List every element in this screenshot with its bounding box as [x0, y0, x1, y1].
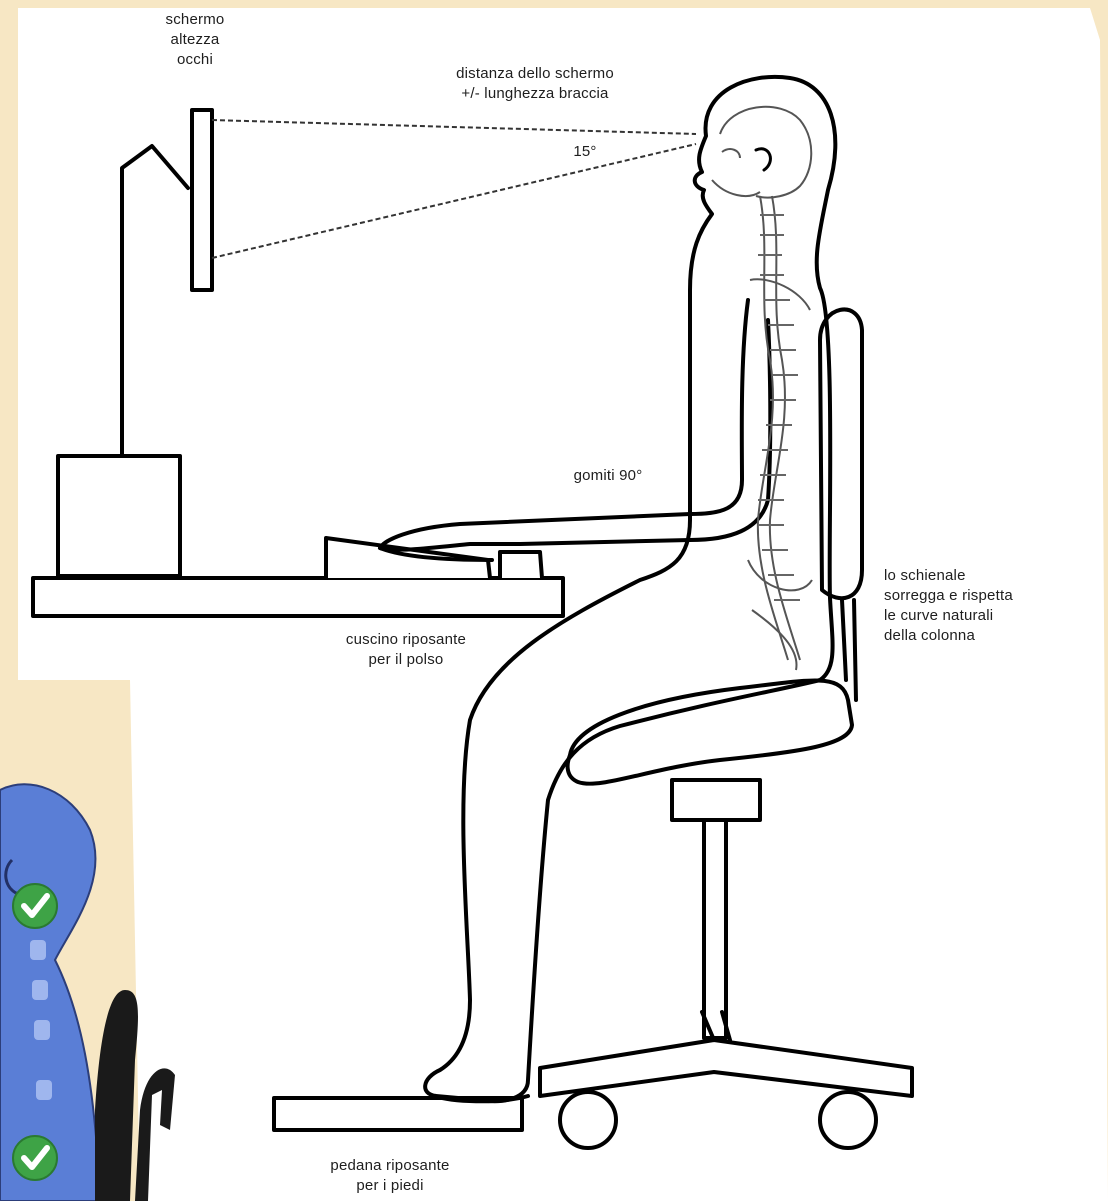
chair-wheel [820, 1092, 876, 1148]
spine-segment [32, 980, 48, 1000]
spine-segment [30, 940, 46, 960]
check-icon [13, 884, 57, 928]
check-icon [13, 1136, 57, 1180]
chair-column [704, 820, 726, 1038]
spine-segment [34, 1020, 50, 1040]
chair-wheel [560, 1092, 616, 1148]
monitor [192, 110, 212, 290]
chair-backrest [820, 309, 862, 598]
computer-box [58, 456, 180, 576]
desk [33, 578, 563, 616]
spine-segment [36, 1080, 52, 1100]
chair-mount [672, 780, 760, 820]
mouse [500, 552, 542, 578]
